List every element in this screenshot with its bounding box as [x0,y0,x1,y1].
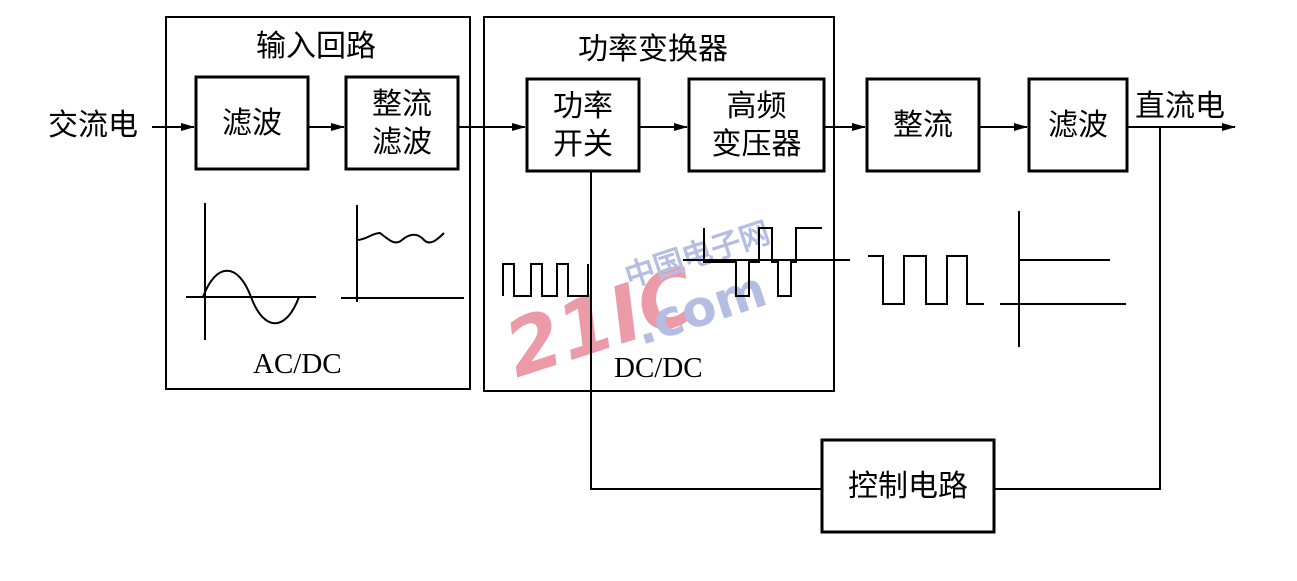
dc-dc-caption: DC/DC [614,352,703,384]
power-switch-label-1: 功率 [553,89,613,124]
rectified-waveform [341,205,464,302]
hf-transformer-block [687,77,826,173]
control-circuit-block [820,438,996,534]
power-switch-label-2: 开关 [553,127,613,162]
power-switch-block [525,77,641,173]
power-converter-title: 功率变换器 [578,32,728,67]
input-circuit-title: 输入回路 [256,29,376,64]
hf-transformer-label-1: 高频 [726,89,787,124]
rectify-filter-block [344,75,460,171]
transformer-waveform [683,227,850,297]
control-circuit-label: 控制电路 [848,469,968,504]
rectify-label: 整流 [893,108,953,143]
ac-dc-caption: AC/DC [253,348,342,380]
pulse-waveform [868,255,984,305]
switch-waveform [502,263,589,297]
ac-waveform [186,203,316,340]
feedback-line [994,127,1161,490]
rectify-block [865,77,981,173]
filter-block-1 [194,75,310,171]
power-converter-frame [483,16,835,392]
input-ac-label: 交流电 [48,108,138,143]
input-circuit-frame [165,16,471,390]
filter-block-2 [1027,77,1129,173]
filter-1-label: 滤波 [222,106,282,141]
dc-waveform [1000,211,1126,347]
rectify-filter-label-2: 滤波 [372,125,432,160]
hf-transformer-label-2: 变压器 [711,127,802,162]
rectify-filter-label-1: 整流 [372,87,432,122]
output-dc-label: 直流电 [1135,89,1225,124]
control-line [590,171,822,490]
filter-2-label: 滤波 [1048,108,1108,143]
